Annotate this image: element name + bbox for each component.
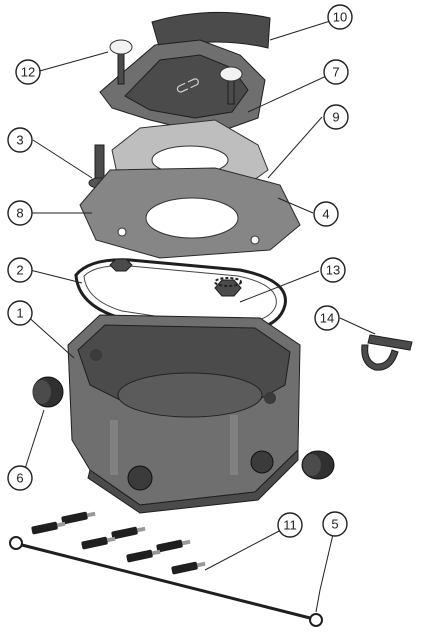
callout-1-label: 1 — [16, 306, 23, 321]
part-14-cable-clamp — [361, 334, 413, 371]
callout-4-label: 4 — [322, 207, 329, 222]
callout-13: 13 — [320, 257, 346, 283]
callout-5: 5 — [322, 511, 348, 537]
callout-10-label: 10 — [333, 10, 347, 25]
callout-3: 3 — [7, 127, 33, 153]
callout-8: 8 — [7, 200, 33, 226]
part-5-ground-wire — [9, 536, 323, 627]
callout-11: 11 — [277, 512, 303, 538]
part-nut-left — [109, 258, 133, 272]
callout-3-label: 3 — [16, 133, 23, 148]
callout-5-label: 5 — [331, 517, 338, 532]
callout-6: 6 — [7, 465, 33, 491]
callout-9-label: 9 — [332, 110, 339, 125]
leader-lines — [21, 16, 376, 613]
callout-13-label: 13 — [326, 263, 340, 278]
part-1-junction-box — [67, 314, 301, 514]
part-8-mounting-plate — [79, 167, 301, 259]
part-12-cap-screws — [109, 39, 243, 105]
part-7-receptacle-housing: ⊂⊃ — [99, 39, 266, 155]
callout-11-label: 11 — [283, 518, 297, 533]
callout-12-label: 12 — [21, 65, 35, 80]
callout-4: 4 — [313, 201, 339, 227]
part-13-hex-nut — [214, 277, 242, 297]
callout-1: 1 — [7, 300, 33, 326]
callout-2: 2 — [7, 257, 33, 283]
callout-7-label: 7 — [332, 65, 339, 80]
callout-2-label: 2 — [16, 263, 23, 278]
callout-14: 14 — [314, 305, 340, 331]
part-11-terminals — [31, 511, 206, 575]
callout-8-label: 8 — [16, 206, 23, 221]
callout-6-label: 6 — [16, 471, 23, 486]
callout-7: 7 — [323, 59, 349, 85]
callout-12: 12 — [15, 59, 41, 85]
callout-10: 10 — [327, 4, 353, 30]
part-6-plug-left — [32, 376, 64, 408]
part-6-plug-right — [301, 450, 335, 480]
callout-9: 9 — [323, 104, 349, 130]
callout-14-label: 14 — [320, 311, 334, 326]
